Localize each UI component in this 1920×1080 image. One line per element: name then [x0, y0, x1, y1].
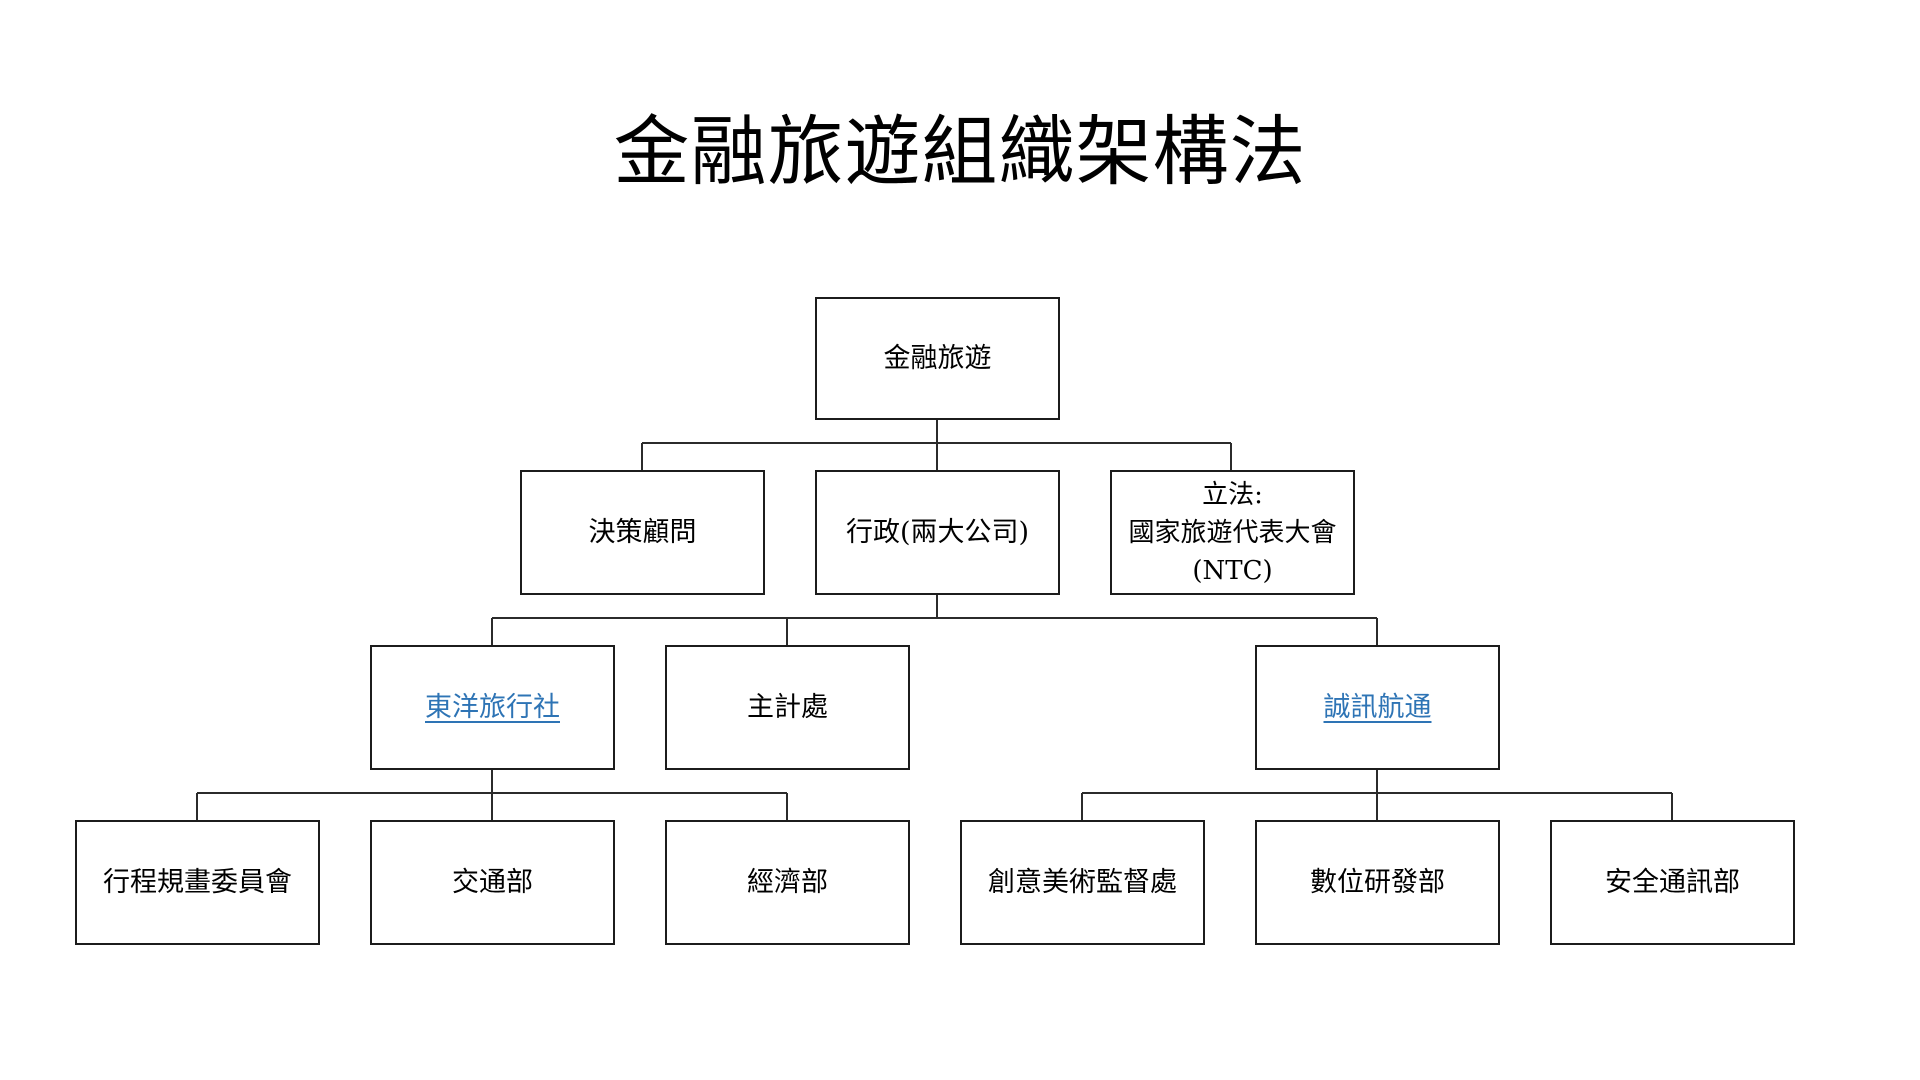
node-toyo-travel-agency[interactable]: 東洋旅行社	[370, 645, 615, 770]
node-root[interactable]: 金融旅遊	[815, 297, 1060, 420]
node-accounting-office[interactable]: 主計處	[665, 645, 910, 770]
node-creative-arts-supervision-label: 創意美術監督處	[988, 866, 1177, 898]
node-security-communications-department-label: 安全通訊部	[1605, 866, 1740, 898]
node-legislative-label: 立法: 國家旅遊代表大會 (NTC)	[1128, 479, 1337, 586]
node-digital-rnd-department-label: 數位研發部	[1310, 866, 1445, 898]
node-economy-department[interactable]: 經濟部	[665, 820, 910, 945]
node-advisory-label: 決策顧問	[588, 516, 697, 548]
page-title: 金融旅遊組織架構法	[613, 107, 1307, 196]
node-executive-label: 行政(兩大公司)	[845, 516, 1030, 548]
node-chengxun-aviation-label: 誠訊航通	[1323, 691, 1432, 723]
node-chengxun-aviation[interactable]: 誠訊航通	[1255, 645, 1500, 770]
node-transport-department[interactable]: 交通部	[370, 820, 615, 945]
node-economy-department-label: 經濟部	[747, 866, 828, 898]
node-itinerary-committee-label: 行程規畫委員會	[103, 866, 292, 898]
node-security-communications-department[interactable]: 安全通訊部	[1550, 820, 1795, 945]
node-root-label: 金融旅遊	[883, 342, 992, 374]
node-legislative[interactable]: 立法: 國家旅遊代表大會 (NTC)	[1110, 470, 1355, 595]
node-executive[interactable]: 行政(兩大公司)	[815, 470, 1060, 595]
node-digital-rnd-department[interactable]: 數位研發部	[1255, 820, 1500, 945]
node-creative-arts-supervision[interactable]: 創意美術監督處	[960, 820, 1205, 945]
node-itinerary-committee[interactable]: 行程規畫委員會	[75, 820, 320, 945]
node-toyo-travel-agency-label: 東洋旅行社	[425, 691, 560, 723]
node-transport-department-label: 交通部	[452, 866, 533, 898]
node-accounting-office-label: 主計處	[747, 691, 828, 723]
node-advisory[interactable]: 決策顧問	[520, 470, 765, 595]
